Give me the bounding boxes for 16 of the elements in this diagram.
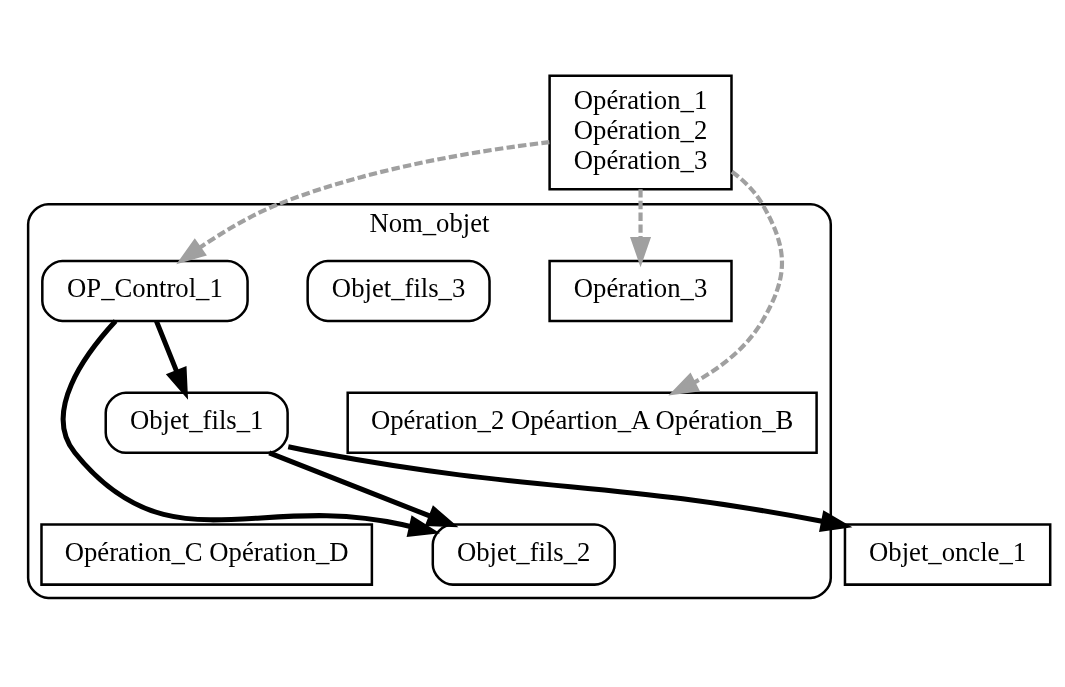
arrow [630, 189, 652, 268]
arrow [154, 320, 189, 400]
arrow [60, 319, 441, 537]
node-box: Opération_3 [548, 259, 733, 323]
node-box: Opération_2 Opéartion_A Opération_B [346, 391, 818, 455]
node-box: Objet_fils_1 [104, 391, 289, 455]
arrow [287, 444, 853, 532]
arrow [176, 140, 550, 265]
node-box: Opération_1 Opération_2 Opération_3 [548, 74, 733, 191]
node-box: Objet_oncle_1 [843, 523, 1052, 586]
arrow [668, 170, 785, 396]
node-box: Objet_fils_3 [306, 259, 491, 323]
arrow [268, 450, 459, 528]
node-box: Opération_C Opération_D [40, 523, 374, 586]
node-box: OP_Control_1 [41, 259, 249, 323]
node-box: Objet_fils_2 [431, 523, 616, 586]
